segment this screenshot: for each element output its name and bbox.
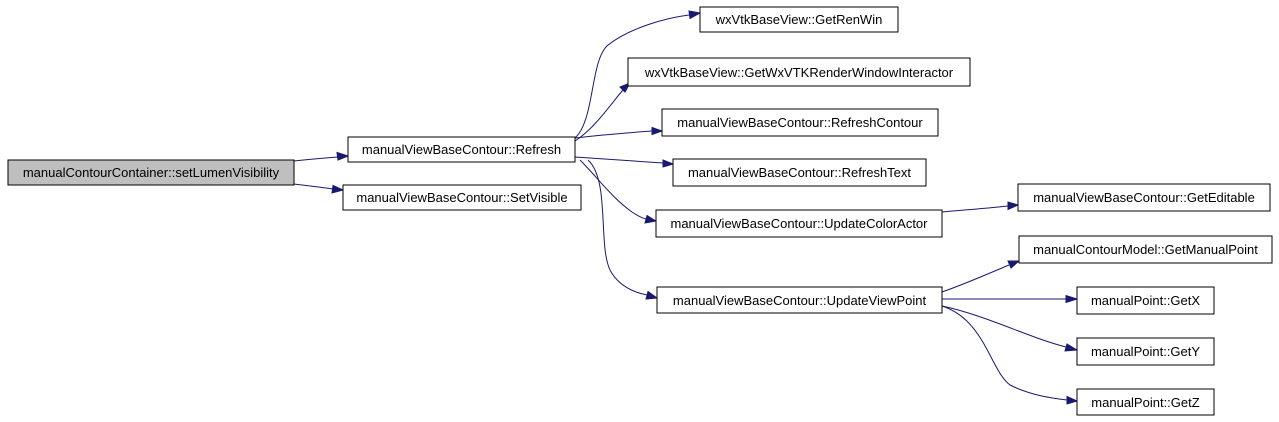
- edge-refresh-updateviewpoint: [587, 159, 659, 300]
- node-updateviewpoint-label: manualViewBaseContour::UpdateViewPoint: [673, 293, 927, 308]
- node-refreshcontour[interactable]: manualViewBaseContour::RefreshContour: [661, 108, 939, 137]
- node-geteditable-label: manualViewBaseContour::GetEditable: [1033, 190, 1255, 205]
- node-getz-label: manualPoint::GetZ: [1091, 395, 1199, 410]
- node-updatecoloractor[interactable]: manualViewBaseContour::UpdateColorActor: [655, 209, 943, 238]
- node-root[interactable]: manualContourContainer::setLumenVisibili…: [7, 159, 295, 186]
- node-refresh[interactable]: manualViewBaseContour::Refresh: [347, 136, 576, 163]
- edge-refresh-getrenwin: [574, 10, 702, 139]
- node-getmanualpoint[interactable]: manualContourModel::GetManualPoint: [1018, 235, 1273, 264]
- node-refreshtext-label: manualViewBaseContour::RefreshText: [688, 165, 911, 180]
- node-refreshtext[interactable]: manualViewBaseContour::RefreshText: [672, 158, 927, 187]
- edge-updateviewpoint-gety: [941, 305, 1079, 352]
- node-getinteractor-label: wxVtkBaseView::GetWxVTKRenderWindowInter…: [644, 65, 954, 80]
- node-getx-label: manualPoint::GetX: [1091, 293, 1200, 308]
- node-getz[interactable]: manualPoint::GetZ: [1076, 388, 1215, 416]
- edge-updateviewpoint-getx: [942, 294, 1079, 304]
- node-setvisible[interactable]: manualViewBaseContour::SetVisible: [342, 184, 582, 211]
- node-refresh-label: manualViewBaseContour::Refresh: [362, 142, 561, 157]
- edge-refresh-getinteractor: [574, 82, 632, 142]
- node-geteditable[interactable]: manualViewBaseContour::GetEditable: [1017, 183, 1271, 212]
- node-setvisible-label: manualViewBaseContour::SetVisible: [356, 190, 567, 205]
- edge-updateviewpoint-getz: [941, 305, 1079, 405]
- edge-refresh-refreshtext: [574, 156, 675, 168]
- node-gety[interactable]: manualPoint::GetY: [1076, 337, 1215, 366]
- edge-root-setvisible: [293, 183, 345, 194]
- node-getrenwin-label: wxVtkBaseView::GetRenWin: [715, 12, 883, 27]
- node-root-label: manualContourContainer::setLumenVisibili…: [23, 165, 280, 180]
- edge-root-refresh: [293, 151, 350, 162]
- node-gety-label: manualPoint::GetY: [1091, 344, 1200, 359]
- node-updateviewpoint[interactable]: manualViewBaseContour::UpdateViewPoint: [656, 286, 943, 314]
- node-getrenwin[interactable]: wxVtkBaseView::GetRenWin: [699, 6, 899, 33]
- node-getx[interactable]: manualPoint::GetX: [1076, 286, 1215, 315]
- node-updatecoloractor-label: manualViewBaseContour::UpdateColorActor: [670, 216, 928, 231]
- edge-refresh-refreshcontour: [574, 126, 664, 139]
- node-refreshcontour-label: manualViewBaseContour::RefreshContour: [677, 115, 923, 130]
- edge-updateviewpoint-getmanualpoint: [941, 260, 1021, 293]
- node-getmanualpoint-label: manualContourModel::GetManualPoint: [1033, 242, 1258, 257]
- edge-updatecoloractor-geteditable: [941, 201, 1020, 213]
- edge-refresh-updatecoloractor: [579, 159, 658, 224]
- node-getinteractor[interactable]: wxVtkBaseView::GetWxVTKRenderWindowInter…: [627, 57, 971, 87]
